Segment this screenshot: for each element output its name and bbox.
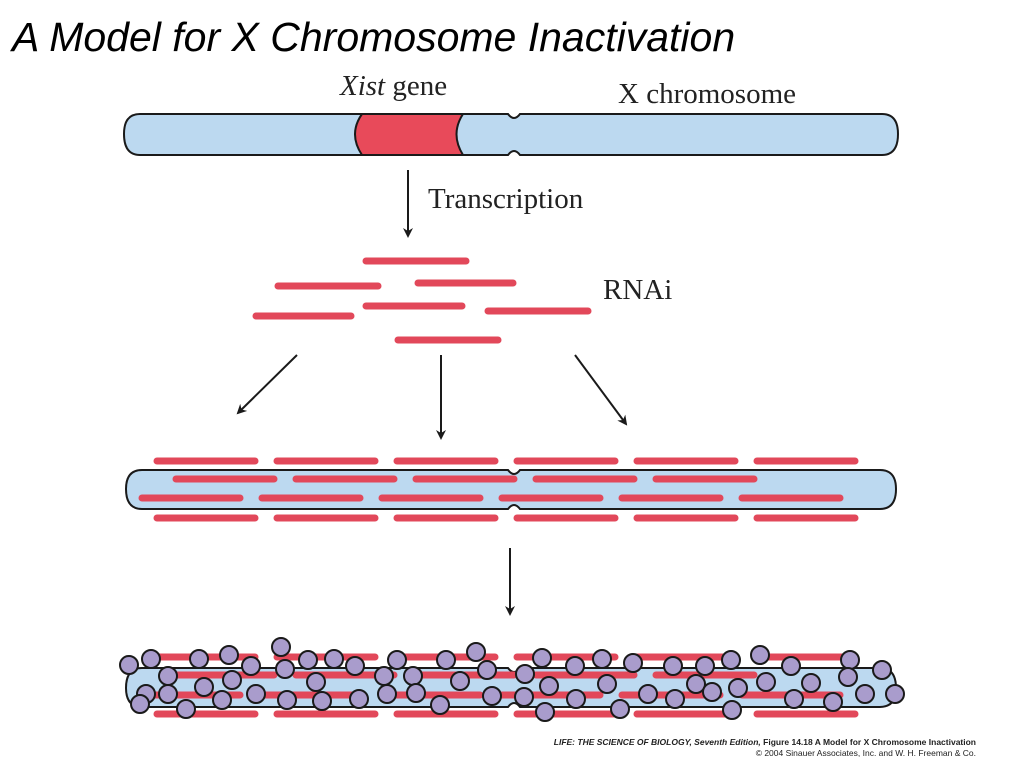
protein-complex <box>377 684 397 704</box>
protein-complex <box>515 664 535 684</box>
protein-complex <box>345 656 365 676</box>
protein-complex <box>610 699 630 719</box>
protein-complex <box>189 649 209 669</box>
protein-complex <box>141 649 161 669</box>
protein-complex <box>665 689 685 709</box>
protein-complex <box>535 702 555 722</box>
protein-complex <box>801 673 821 693</box>
protein-complex <box>565 656 585 676</box>
figure-credit: LIFE: THE SCIENCE OF BIOLOGY, Seventh Ed… <box>554 737 976 759</box>
chromosome-body <box>122 113 900 156</box>
protein-complex <box>194 677 214 697</box>
rna-coated-chromosome <box>124 457 898 522</box>
xist-gene-region <box>354 113 465 156</box>
protein-complex <box>275 659 295 679</box>
protein-complex <box>158 666 178 686</box>
rnai-strands <box>252 257 592 344</box>
protein-complex <box>130 694 150 714</box>
protein-complex <box>597 674 617 694</box>
protein-complex <box>840 650 860 670</box>
protein-complex <box>663 656 683 676</box>
protein-complex <box>695 656 715 676</box>
protein-complex <box>436 650 456 670</box>
protein-complex <box>158 684 178 704</box>
protein-complex <box>277 690 297 710</box>
protein-complex <box>466 642 486 662</box>
protein-complex <box>686 674 706 694</box>
protein-complex <box>246 684 266 704</box>
credit-figure: Figure 14.18 A Model for X Chromosome In… <box>760 737 976 747</box>
xist-gene-label: Xist gene <box>339 70 447 102</box>
protein-complex <box>638 684 658 704</box>
protein-complex <box>349 689 369 709</box>
protein-complex <box>119 655 139 675</box>
protein-complex <box>374 666 394 686</box>
protein-complex <box>312 691 332 711</box>
protein-complex <box>728 678 748 698</box>
protein-complex <box>387 650 407 670</box>
protein-complex <box>592 649 612 669</box>
protein-complex <box>450 671 470 691</box>
protein-complex <box>756 672 776 692</box>
protein-complex <box>298 650 318 670</box>
protein-complex <box>823 692 843 712</box>
protein-complex <box>872 660 892 680</box>
protein-complex <box>477 660 497 680</box>
credit-book: LIFE: THE SCIENCE OF BIOLOGY, Seventh Ed… <box>553 737 761 747</box>
protein-complex <box>514 687 534 707</box>
protein-complex <box>222 670 242 690</box>
protein-complex <box>855 684 875 704</box>
transcription-label: Transcription <box>428 183 584 215</box>
protein-complex <box>702 682 722 702</box>
rnai-label: RNAi <box>603 274 672 306</box>
protein-complex <box>406 683 426 703</box>
credit-copyright: © 2004 Sinauer Associates, Inc. and W. H… <box>755 748 976 758</box>
protein-complex <box>566 689 586 709</box>
protein-complex <box>623 653 643 673</box>
x-chromosome <box>122 113 900 156</box>
inactivated-chromosome <box>119 637 905 722</box>
protein-complex <box>838 667 858 687</box>
protein-complex <box>781 656 801 676</box>
protein-complex <box>482 686 502 706</box>
protein-complex <box>722 700 742 720</box>
protein-complex <box>306 672 326 692</box>
arrow-right <box>574 354 628 426</box>
protein-complex <box>403 666 423 686</box>
protein-complex <box>212 690 232 710</box>
arrow-left <box>236 354 298 415</box>
protein-complex <box>532 648 552 668</box>
protein-complex <box>750 645 770 665</box>
x-chromosome-label: X chromosome <box>618 78 796 110</box>
protein-complex <box>784 689 804 709</box>
protein-complex <box>885 684 905 704</box>
protein-complex <box>176 699 196 719</box>
protein-complex <box>241 656 261 676</box>
protein-complex <box>219 645 239 665</box>
protein-complex <box>430 695 450 715</box>
protein-complex <box>324 649 344 669</box>
slide-title: A Model for X Chromosome Inactivation <box>12 14 736 60</box>
protein-complex <box>271 637 291 657</box>
protein-complex <box>539 676 559 696</box>
protein-complex <box>721 650 741 670</box>
